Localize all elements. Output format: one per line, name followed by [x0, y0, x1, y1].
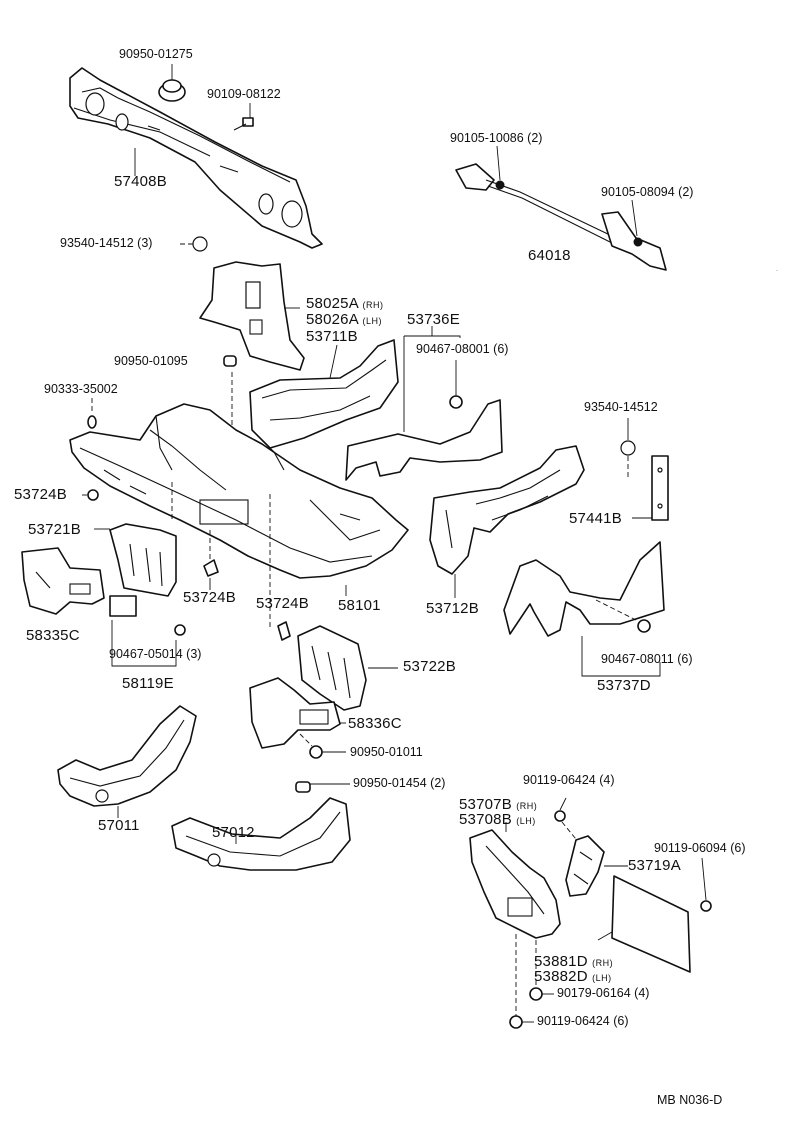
- part-57441b: [632, 455, 669, 521]
- part-53712b: [429, 445, 585, 575]
- bolt-90119-06094: [700, 857, 712, 912]
- part-53721b: [94, 523, 177, 597]
- plug-90333-35002: [87, 415, 97, 429]
- part-57408b: [69, 67, 323, 249]
- part-53707b: [469, 822, 561, 939]
- bolt-90467-05014: [174, 624, 186, 636]
- rh-tag: (RH): [516, 801, 538, 811]
- label-53882d: 53882D (LH): [534, 968, 612, 985]
- clip-53724b-b: [203, 530, 219, 590]
- label-53719a: 53719A: [628, 857, 681, 874]
- label-53721b: 53721B: [28, 521, 81, 538]
- label-53711b: 53711B: [306, 328, 358, 345]
- label-57408b: 57408B: [114, 173, 167, 190]
- label-90950-01011: 90950-01011: [350, 745, 423, 759]
- label-90105-08094: 90105-08094 (2): [601, 185, 694, 199]
- label-90950-01275: 90950-01275: [119, 47, 193, 61]
- label-90109-08122: 90109-08122: [207, 87, 281, 101]
- label-58336c: 58336C: [348, 715, 402, 732]
- svg-text:·: ·: [776, 268, 778, 274]
- label-90950-01454: 90950-01454 (2): [353, 776, 446, 790]
- part-58336c: [249, 677, 346, 749]
- label-58026a: 58026A (LH): [306, 311, 382, 328]
- part-53719a: [565, 835, 628, 897]
- clip-93540-14512: [620, 440, 636, 456]
- label-93540-14512: 93540-14512: [584, 400, 658, 414]
- bolt-90467-08001: [449, 360, 463, 409]
- label-90119-06424-x4: 90119-06424 (4): [523, 773, 615, 787]
- part-53736e: [345, 399, 503, 481]
- nut-90179-06164: [529, 940, 554, 1001]
- label-57012: 57012: [212, 824, 255, 841]
- label-58119e: 58119E: [122, 675, 174, 692]
- bolt-90119-06424-b: [509, 934, 534, 1029]
- nut-90950-01011: [299, 733, 346, 759]
- lh-tag: (LH): [362, 316, 382, 326]
- rh-tag: (RH): [362, 300, 384, 310]
- label-53707b: 53707B (RH): [459, 796, 538, 813]
- part-57012: [171, 797, 351, 871]
- label-90467-05014: 90467-05014 (3): [109, 647, 202, 661]
- label-58025a: 58025A (RH): [306, 295, 384, 312]
- label-90119-06424-x6: 90119-06424 (6): [537, 1014, 629, 1028]
- label-57011: 57011: [98, 817, 140, 834]
- lh-tag: (LH): [592, 973, 612, 983]
- label-53708b: 53708B (LH): [459, 811, 536, 828]
- part-53881d: [597, 875, 691, 973]
- part-57011: [57, 705, 197, 807]
- lh-tag: (LH): [516, 816, 536, 826]
- label-53881d: 53881D (RH): [534, 953, 614, 970]
- part-58335c: [21, 547, 105, 615]
- part-58119e: [109, 595, 177, 667]
- label-58101: 58101: [338, 597, 381, 614]
- label-53736e: 53736E: [407, 311, 460, 328]
- part-53722b: [297, 625, 398, 711]
- label-90105-10086: 90105-10086 (2): [450, 131, 543, 145]
- bolt-90109-08122: [233, 103, 254, 131]
- label-90333-35002: 90333-35002: [44, 382, 118, 396]
- label-57441b: 57441B: [569, 510, 622, 527]
- label-53724b-c: 53724B: [256, 595, 309, 612]
- diagram-code: MB N036-D: [657, 1093, 723, 1107]
- bolt-90119-06424-a: [554, 797, 581, 845]
- label-53722b: 53722B: [403, 658, 456, 675]
- label-90467-08001: 90467-08001 (6): [416, 342, 509, 356]
- label-93540-14512-x3: 93540-14512 (3): [60, 236, 153, 250]
- label-53724b-a: 53724B: [14, 486, 67, 503]
- plug-90950-01454: [295, 781, 350, 793]
- label-53712b: 53712B: [426, 600, 479, 617]
- rh-tag: (RH): [592, 958, 614, 968]
- label-90950-01095: 90950-01095: [114, 354, 188, 368]
- label-64018: 64018: [528, 247, 571, 264]
- part-58025a: [199, 261, 305, 371]
- label-90179-06164: 90179-06164 (4): [557, 986, 650, 1000]
- label-90467-08011: 90467-08011 (6): [601, 652, 693, 666]
- clip-53724b-a: [82, 489, 99, 501]
- label-53724b-b: 53724B: [183, 589, 236, 606]
- label-58335c: 58335C: [26, 627, 80, 644]
- label-90119-06094: 90119-06094 (6): [654, 841, 746, 855]
- part-64018: [455, 145, 667, 271]
- bolt-90467-08011: [637, 619, 651, 633]
- part-58101: [69, 403, 409, 579]
- label-53737d: 53737D: [597, 677, 651, 694]
- grommet-90950-01275: [158, 64, 186, 102]
- clip-53724b-c: [277, 621, 291, 641]
- part-53737d: [503, 541, 665, 637]
